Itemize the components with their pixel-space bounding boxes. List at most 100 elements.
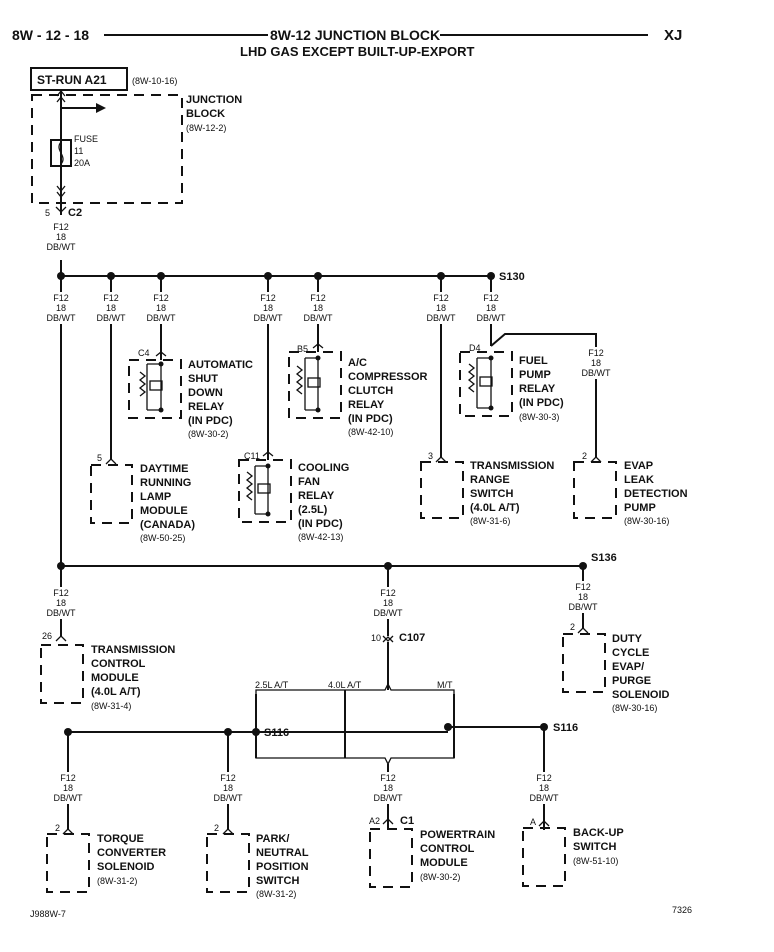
- relay-terminal: [488, 355, 494, 361]
- splice-s136-label: S136: [591, 552, 617, 564]
- comp-eldp-line2: LEAK: [624, 474, 654, 486]
- wire-label-backing: [94, 292, 128, 324]
- comp-tcc-ref: (8W-31-2): [97, 876, 137, 886]
- wire-label-backing: [44, 587, 78, 619]
- c107-pin: 10: [371, 633, 381, 643]
- splice-s130-label: S130: [499, 271, 525, 283]
- comp-tcm-line1: TRANSMISSION: [91, 644, 175, 656]
- wire-label-circuit: F12: [575, 582, 591, 592]
- component-park-neutral-switch: 2 PARK/ NEUTRAL POSITION SWITCH (8W-31-2…: [206, 823, 309, 899]
- relay-coil-icon: [149, 380, 163, 391]
- relay-ac-line1: A/C: [348, 357, 367, 369]
- comp-pnp-outline: [206, 833, 250, 893]
- relay-fp-line2: PUMP: [519, 369, 551, 381]
- branch-label-4-0l: 4.0L A/T: [328, 680, 362, 690]
- comp-pcm-outline: [369, 828, 413, 888]
- comp-drl-ref: (8W-50-25): [140, 533, 185, 543]
- relay-fan-conn: C11: [244, 451, 260, 461]
- relay-fan-ref: (8W-42-13): [298, 532, 343, 542]
- wire-label-color: DB/WT: [254, 313, 283, 323]
- comp-pnp-ref: (8W-31-2): [256, 889, 296, 899]
- relay-fan-outline: [238, 459, 292, 523]
- comp-tcm-line3: MODULE: [91, 672, 139, 684]
- comp-trs-outline: [420, 461, 464, 519]
- comp-dcp-line3: EVAP/: [612, 661, 644, 673]
- comp-eldp-outline: [573, 461, 617, 519]
- comp-pcm-line3: MODULE: [420, 857, 468, 869]
- page-subtitle: LHD GAS EXCEPT BUILT-UP-EXPORT: [240, 44, 475, 59]
- relay-ac-ref: (8W-42-10): [348, 427, 393, 437]
- wire-label-circuit: F12: [53, 293, 69, 303]
- relay-ac-line5: (IN PDC): [348, 413, 393, 425]
- relay-terminal: [265, 511, 271, 517]
- comp-trs-line3: SWITCH: [470, 488, 513, 500]
- branch-bracket: [255, 682, 455, 696]
- fuse-element-icon: [58, 141, 64, 165]
- relay-asd-line4: RELAY: [188, 401, 225, 413]
- connector-c2-icon: [55, 206, 67, 213]
- relay-coil-icon: [307, 377, 321, 388]
- comp-drl-outline: [90, 464, 133, 524]
- relay-fan-line5: (IN PDC): [298, 518, 343, 530]
- splice-dot: [540, 723, 548, 731]
- relay-terminal: [158, 361, 164, 367]
- source-box: [30, 67, 128, 91]
- splice-dot: [252, 728, 260, 736]
- comp-pnp-line3: POSITION: [256, 861, 309, 873]
- relay-ac-line3: CLUTCH: [348, 385, 393, 397]
- comp-bu-line1: BACK-UP: [573, 827, 624, 839]
- comp-dcp-line2: CYCLE: [612, 647, 649, 659]
- splice-dot: [314, 272, 322, 280]
- comp-drl-line2: RUNNING: [140, 477, 191, 489]
- wire-label-gauge: 18: [106, 303, 116, 313]
- wire-label-gauge: 18: [56, 303, 66, 313]
- wire-label-circuit: F12: [380, 773, 396, 783]
- wire-label-gauge: 18: [486, 303, 496, 313]
- comp-pcm-line2: CONTROL: [420, 843, 475, 855]
- wire-label-circuit: F12: [588, 348, 604, 358]
- wire-label-gauge: 18: [263, 303, 273, 313]
- component-pcm: A2 C1 POWERTRAIN CONTROL MODULE (8W-30-2…: [369, 815, 495, 888]
- relay-terminal: [158, 407, 164, 413]
- comp-tcc-pin: 2: [55, 823, 60, 833]
- fuse-rating: 20A: [74, 158, 90, 168]
- connector-arrow-icon: [382, 818, 394, 825]
- wire-label-gauge: 18: [578, 592, 588, 602]
- comp-tcc-line3: SOLENOID: [97, 861, 155, 873]
- relay-ac-conn: B5: [297, 344, 308, 354]
- connector-arrow-icon: [577, 627, 589, 634]
- wire-label-circuit: F12: [53, 222, 69, 232]
- comp-drl-line1: DAYTIME: [140, 463, 189, 475]
- wire-label-gauge: 18: [63, 783, 73, 793]
- relay-fp-conn: D4: [469, 343, 481, 353]
- component-drl-module: 5 DAYTIME RUNNING LAMP MODULE (CANADA) (…: [90, 453, 195, 543]
- wire-label-backing: [44, 221, 78, 253]
- wire-label-circuit: F12: [260, 293, 276, 303]
- wire-label-gauge: 18: [539, 783, 549, 793]
- relay-asd: C4 AUTOMATIC SHUT DOWN RELAY (IN PDC) (8…: [128, 348, 253, 439]
- splice-s116-right-label: S116: [553, 722, 578, 734]
- connector-arrow-icon: [105, 458, 117, 465]
- relay-terminal: [488, 405, 494, 411]
- wire-label-color: DB/WT: [530, 793, 559, 803]
- comp-pnp-line1: PARK/: [256, 833, 289, 845]
- comp-eldp-line1: EVAP: [624, 460, 653, 472]
- wire-label-circuit: F12: [103, 293, 119, 303]
- page-number: 8W - 12 - 18: [12, 27, 89, 43]
- splice-dot: [107, 272, 115, 280]
- relay-terminal: [265, 463, 271, 469]
- splice-dot: [579, 562, 587, 570]
- junction-block-name-2: BLOCK: [186, 108, 225, 120]
- arrow-right-icon: [96, 103, 106, 113]
- comp-eldp-line4: PUMP: [624, 502, 656, 514]
- wire-label-color: DB/WT: [147, 313, 176, 323]
- comp-pcm-line1: POWERTRAIN: [420, 829, 495, 841]
- fuse-number: 11: [74, 146, 83, 156]
- comp-tcc-line2: CONVERTER: [97, 847, 166, 859]
- relay-ac-line2: COMPRESSOR: [348, 371, 428, 383]
- component-trans-range-switch: 3 TRANSMISSION RANGE SWITCH (4.0L A/T) (…: [420, 451, 554, 526]
- splice-dot: [437, 272, 445, 280]
- splice-dot: [57, 562, 65, 570]
- wire-label-circuit: F12: [380, 588, 396, 598]
- comp-drl-line4: MODULE: [140, 505, 188, 517]
